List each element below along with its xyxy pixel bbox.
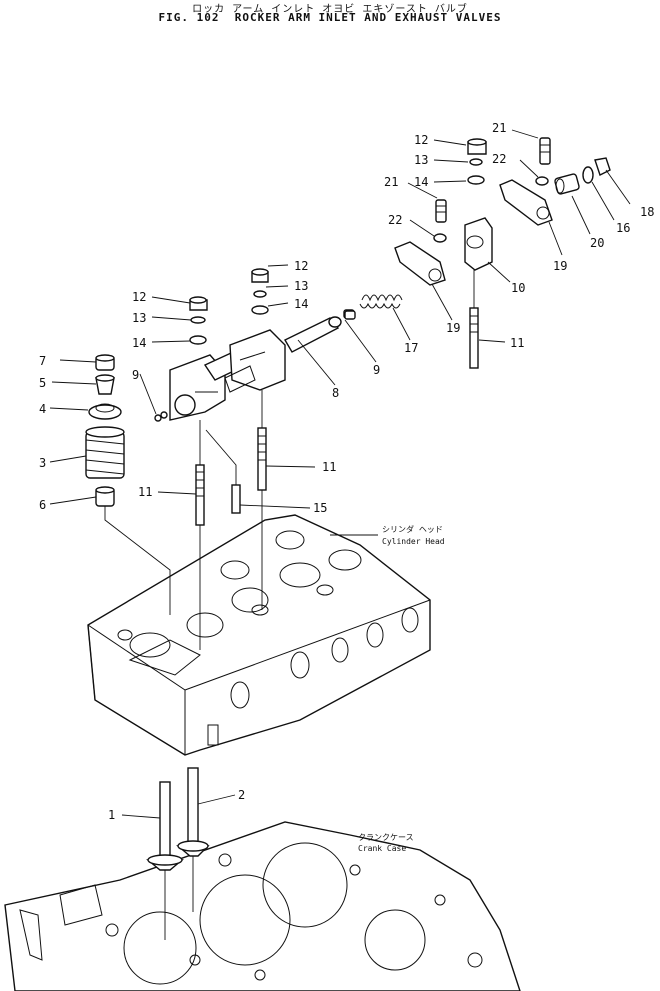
callout-22-lower: 22 <box>388 213 402 227</box>
callout-9-left: 9 <box>132 368 139 382</box>
crank-case-drawing <box>4 821 521 991</box>
spring-17 <box>359 294 403 309</box>
valve-cap-7 <box>95 354 115 371</box>
callout-19-upper: 19 <box>553 259 567 273</box>
callout-4: 4 <box>39 402 46 416</box>
stud-11-right <box>469 307 479 369</box>
push-rod-stud-center <box>257 427 267 491</box>
callout-13-center: 13 <box>294 279 308 293</box>
stud-15 <box>231 484 241 514</box>
nut-12-center <box>251 268 269 283</box>
nut-22-upper <box>535 176 549 186</box>
spring-retainer-4 <box>88 403 122 420</box>
callout-12-right: 12 <box>414 133 428 147</box>
japanese-title: ロッカ アーム インレト オヨビ エキゾースト バルブ <box>192 4 468 15</box>
valve-2 <box>176 767 210 857</box>
callout-7: 7 <box>39 354 46 368</box>
valve-spring-3 <box>85 426 125 479</box>
collet-5 <box>95 374 115 395</box>
cylinder-head-label: Cylinder Head <box>382 537 445 546</box>
plug-9-right <box>344 310 356 320</box>
callout-11-center: 11 <box>322 460 336 474</box>
callout-11-right: 11 <box>510 336 524 350</box>
crank-case-label-jp: クランクケース <box>358 833 414 842</box>
bushing-20 <box>554 173 580 195</box>
callout-14-right: 14 <box>414 175 428 189</box>
callout-numbers: 7 5 4 3 6 9 12 13 14 11 15 11 12 13 14 8… <box>39 121 654 822</box>
washer-14-right <box>467 175 485 185</box>
nut-12-left <box>189 296 208 311</box>
callout-8: 8 <box>332 386 339 400</box>
washer-14-center <box>251 305 269 315</box>
callout-21-lower: 21 <box>384 175 398 189</box>
rocker-arm-19-upper <box>499 179 553 226</box>
callout-14-center: 14 <box>294 297 308 311</box>
callout-22-upper: 22 <box>492 152 506 166</box>
adjust-screw-21-lower <box>435 199 447 223</box>
washer-14-left <box>189 335 207 345</box>
adjust-screw-21-upper <box>539 137 551 165</box>
callout-21-upper: 21 <box>492 121 506 135</box>
washer-16 <box>582 166 594 184</box>
callout-14-left: 14 <box>132 336 146 350</box>
callout-1: 1 <box>108 808 115 822</box>
callout-2: 2 <box>238 788 245 802</box>
washer-13-left <box>190 316 206 324</box>
rocker-arm-assembly-left <box>154 309 355 422</box>
washer-13-right <box>469 158 483 166</box>
rocker-arm-19-lower <box>394 241 446 286</box>
cylinder-head-label-jp: シリンダ ヘッド <box>382 524 443 534</box>
stem-seal-6 <box>95 486 115 507</box>
rocker-support-10 <box>464 217 493 271</box>
callout-12-center: 12 <box>294 259 308 273</box>
washer-13-center <box>253 290 267 298</box>
push-rod-stud-left <box>195 464 205 526</box>
callout-11-left: 11 <box>138 485 152 499</box>
callout-3: 3 <box>39 456 46 470</box>
nut-22-lower <box>433 233 447 243</box>
callout-13-left: 13 <box>132 311 146 325</box>
nut-12-right <box>467 138 487 155</box>
callout-12-left: 12 <box>132 290 146 304</box>
leader-lines <box>49 129 631 819</box>
callout-13-right: 13 <box>414 153 428 167</box>
crank-case-label: Crank Case <box>358 844 406 853</box>
callout-20: 20 <box>590 236 604 250</box>
callout-18: 18 <box>640 205 654 219</box>
callout-17: 17 <box>404 341 418 355</box>
callout-9-right: 9 <box>373 363 380 377</box>
callout-19-lower: 19 <box>446 321 460 335</box>
callout-10: 10 <box>511 281 525 295</box>
callout-16: 16 <box>616 221 630 235</box>
valve-1 <box>146 781 184 871</box>
figure-title: FIG. 102 ROCKER ARM INLET AND EXHAUST VA… <box>158 11 502 24</box>
callout-15: 15 <box>313 501 327 515</box>
callout-5: 5 <box>39 376 46 390</box>
callout-6: 6 <box>39 498 46 512</box>
cylinder-head-drawing <box>87 514 431 756</box>
